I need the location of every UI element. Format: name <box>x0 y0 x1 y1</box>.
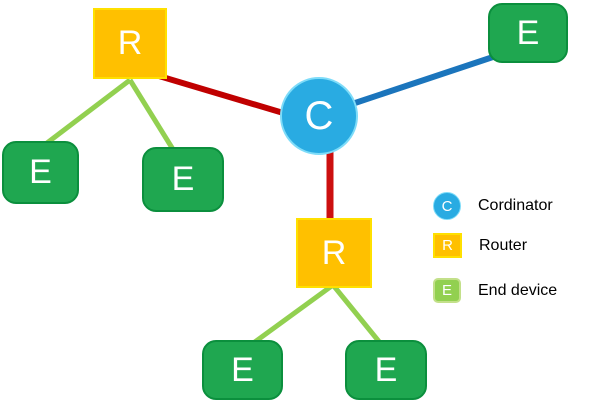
router-node-2-label: R <box>321 233 347 272</box>
end-device-node-1-label: E <box>29 153 52 191</box>
end-device-node-3-label: E <box>516 13 540 52</box>
router-node-2: R <box>296 218 372 288</box>
end-device-node-1: E <box>2 141 79 204</box>
legend-item-router: R Router <box>433 233 527 258</box>
end-device-legend-icon: E <box>433 278 461 303</box>
legend-label-coordinator: Cordinator <box>478 197 553 214</box>
link-router2-enddevice5 <box>331 283 383 346</box>
link-router1-coordinator <box>158 73 291 118</box>
coordinator-legend-icon: C <box>433 192 461 220</box>
end-device-node-5-label: E <box>374 350 398 389</box>
legend-item-end-device: E End device <box>433 278 557 303</box>
link-router1-enddevice2 <box>127 78 177 153</box>
end-device-node-2: E <box>142 147 224 212</box>
router-legend-icon: R <box>433 233 462 258</box>
router-node-1: R <box>93 8 167 79</box>
end-device-node-5: E <box>345 340 427 400</box>
coordinator-node-label: C <box>304 93 334 138</box>
end-device-node-3: E <box>488 3 568 63</box>
legend-label-end-device: End device <box>478 281 558 299</box>
router-node-1-label: R <box>117 24 143 62</box>
end-device-node-4-label: E <box>231 350 254 389</box>
link-router1-enddevice1 <box>41 78 132 148</box>
link-coordinator-enddevice3 <box>351 54 494 107</box>
end-device-node-4: E <box>202 340 283 400</box>
link-router2-enddevice4 <box>250 282 335 347</box>
coordinator-node: C <box>280 77 358 155</box>
end-device-node-2-label: E <box>171 160 195 198</box>
legend-label-router: Router <box>479 236 528 254</box>
legend-item-coordinator: C Cordinator <box>433 192 553 220</box>
